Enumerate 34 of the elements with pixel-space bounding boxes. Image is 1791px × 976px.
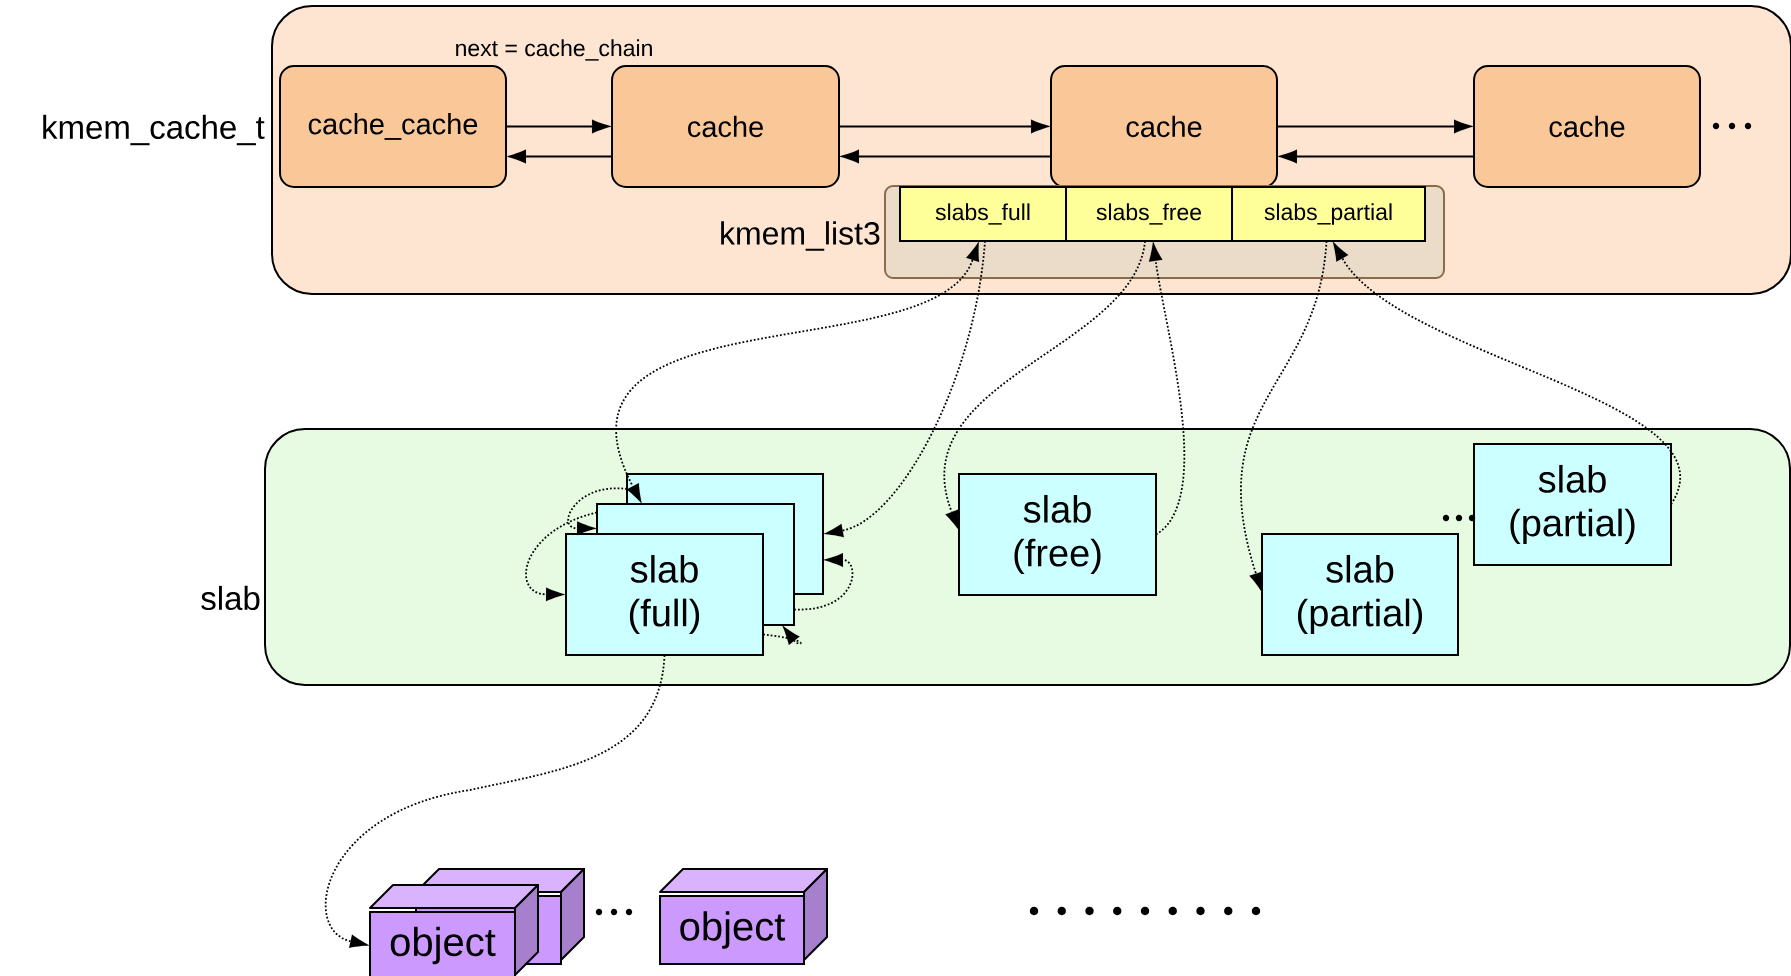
pointer-arrow (616, 241, 980, 504)
arrow (838, 119, 1051, 134)
pointer-arrow (943, 240, 1146, 531)
arrow (1276, 119, 1474, 134)
pointer-arrow (324, 654, 666, 948)
note-label: next = cache_chain (456, 39, 652, 61)
list-cell: slabs_full (899, 186, 1067, 242)
object-block: object (369, 884, 539, 976)
pointer-arrow (823, 240, 986, 538)
cache-box: cache (1473, 65, 1701, 188)
pointer-arrow (525, 511, 598, 602)
object-block: object (659, 868, 828, 965)
arrow (839, 149, 1052, 164)
cache-box: cache_cache (279, 65, 507, 188)
pointer-arrow (567, 487, 628, 536)
arrow (506, 149, 613, 164)
pointer-arrow (1332, 241, 1682, 506)
panel-label: kmem_list3 (721, 221, 880, 251)
cache-box: cache (611, 65, 840, 188)
cache-box: cache (1050, 65, 1278, 188)
list-cell: slabs_partial (1231, 186, 1426, 242)
pointer-arrow (1240, 240, 1328, 593)
slab-box: slab (full) (565, 533, 764, 656)
arrow (505, 119, 612, 134)
pointer-arrow (793, 553, 854, 611)
list-cell: slabs_free (1065, 186, 1233, 242)
panel-label: kmem_cache_t (43, 114, 265, 146)
slab-box: slab (partial) (1261, 533, 1459, 656)
pointer-arrow (1148, 241, 1186, 536)
panel-label: slab (201, 585, 260, 611)
slab-box: slab (free) (958, 473, 1157, 596)
slab-box: slab (partial) (1473, 443, 1672, 566)
pointer-arrow (762, 625, 802, 645)
arrow (1277, 149, 1475, 164)
